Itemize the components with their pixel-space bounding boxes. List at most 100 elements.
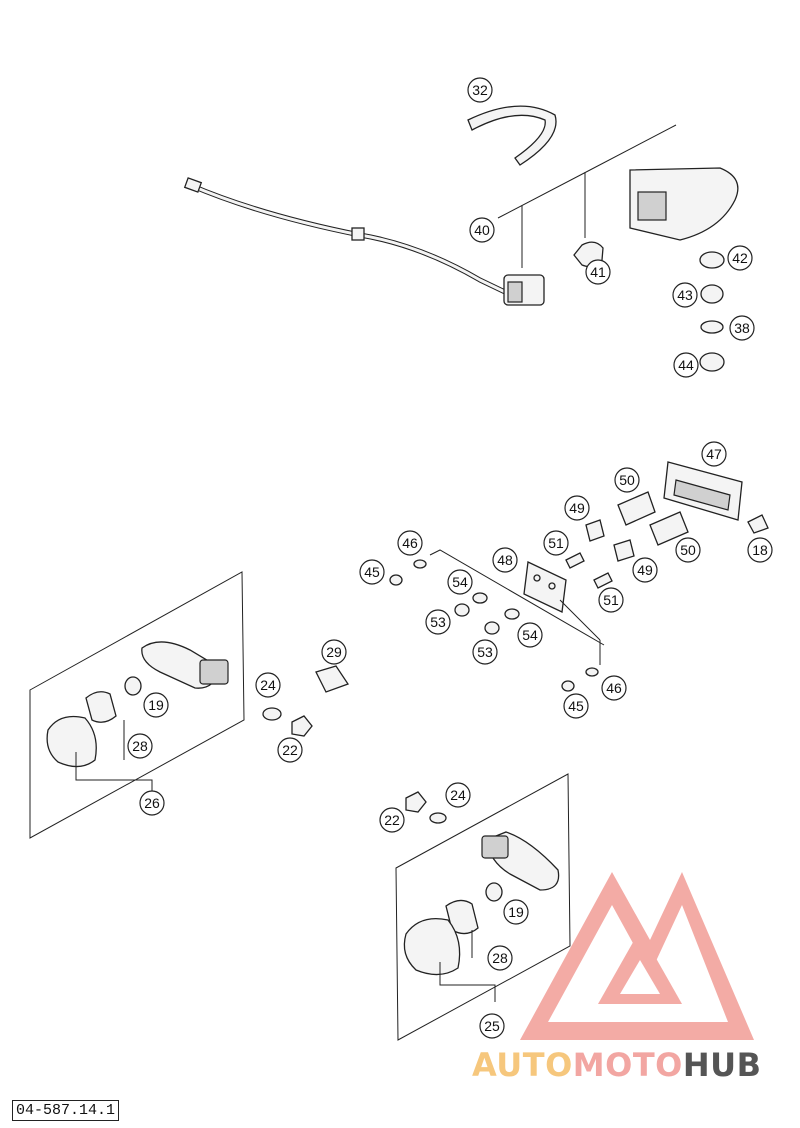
callout-47: 47 [701, 441, 727, 467]
frame-group-26 [29, 571, 245, 839]
callout-38: 38 [729, 315, 755, 341]
callout-43: 43 [672, 282, 698, 308]
svg-text:47: 47 [706, 446, 722, 462]
watermark-logo [520, 872, 754, 1040]
svg-text:38: 38 [734, 320, 750, 336]
svg-text:28: 28 [132, 738, 148, 754]
callout-24a: 24 [255, 672, 281, 698]
svg-text:54: 54 [522, 627, 538, 643]
callout-53b: 53 [472, 639, 498, 665]
svg-text:25: 25 [484, 1018, 500, 1034]
svg-text:51: 51 [603, 592, 619, 608]
lamp-housing [629, 167, 739, 241]
svg-text:19: 19 [508, 904, 524, 920]
bolt-part-29 [315, 665, 349, 693]
callout-49a: 49 [564, 495, 590, 521]
nut-part-53b [484, 621, 500, 635]
callout-26: 26 [139, 790, 165, 816]
svg-text:45: 45 [568, 698, 584, 714]
wire-harness-part-40 [189, 182, 507, 295]
svg-text:22: 22 [282, 742, 298, 758]
callout-25: 25 [479, 1013, 505, 1039]
callout-22b: 22 [379, 807, 405, 833]
screw-part-51a [565, 552, 585, 569]
svg-text:26: 26 [144, 795, 160, 811]
callout-46a: 46 [397, 530, 423, 556]
nut-part-45a [389, 574, 403, 586]
callout-19b: 19 [503, 899, 529, 925]
nut-part-42 [699, 251, 725, 269]
svg-text:50: 50 [619, 472, 635, 488]
nut-part-53a [454, 603, 470, 617]
svg-text:46: 46 [606, 680, 622, 696]
bulb-part-19a [124, 676, 142, 696]
callout-40: 40 [469, 217, 495, 243]
bushing-part-49b [613, 539, 635, 562]
connector-part-40 [183, 177, 203, 193]
svg-text:48: 48 [497, 552, 513, 568]
callout-41: 41 [585, 259, 611, 285]
washer-part-38 [700, 320, 724, 334]
grommet-part-43 [700, 284, 724, 304]
callout-50b: 50 [675, 537, 701, 563]
spacer-part-50a [617, 491, 656, 526]
svg-text:53: 53 [477, 644, 493, 660]
callout-53a: 53 [425, 609, 451, 635]
svg-text:32: 32 [472, 82, 488, 98]
nut-part-22b [405, 791, 427, 813]
callout-54a: 54 [447, 569, 473, 595]
svg-text:24: 24 [260, 677, 276, 693]
washer-part-54a [472, 592, 488, 604]
lens-part-right [403, 917, 461, 976]
washer-part-54b [504, 608, 520, 620]
washer-part-46b [585, 667, 599, 677]
svg-text:43: 43 [677, 287, 693, 303]
watermark-auto: AUTO [472, 1046, 573, 1084]
callout-19a: 19 [143, 692, 169, 718]
svg-text:22: 22 [384, 812, 400, 828]
watermark-moto: MOTO [572, 1046, 683, 1084]
bracket-part-48 [523, 561, 567, 613]
bulb-part-19b [485, 882, 503, 902]
svg-text:18: 18 [752, 542, 768, 558]
callout-45b: 45 [563, 693, 589, 719]
callout-28b: 28 [487, 945, 513, 971]
callout-24b: 24 [445, 782, 471, 808]
callout-51a: 51 [543, 530, 569, 556]
svg-text:46: 46 [402, 535, 418, 551]
callout-44: 44 [673, 352, 699, 378]
callout-51b: 51 [598, 587, 624, 613]
svg-text:29: 29 [326, 644, 342, 660]
svg-text:50: 50 [680, 542, 696, 558]
nut-part-22a [291, 715, 313, 737]
svg-text:42: 42 [732, 250, 748, 266]
svg-text:41: 41 [590, 264, 606, 280]
washer-part-24b [429, 812, 447, 824]
frame-group-25 [395, 773, 571, 1041]
watermark-hub: HUB [682, 1046, 762, 1084]
callout-18: 18 [747, 537, 773, 563]
svg-text:54: 54 [452, 574, 468, 590]
svg-text:44: 44 [678, 357, 694, 373]
washer-part-24a [262, 707, 282, 721]
bushing-part-49a [585, 519, 605, 542]
svg-text:40: 40 [474, 222, 490, 238]
svg-text:53: 53 [430, 614, 446, 630]
screw-part-51b [593, 572, 613, 589]
callout-45a: 45 [359, 559, 385, 585]
nut-part-45b [561, 680, 575, 692]
watermark-text: AUTOMOTOHUB [472, 1046, 762, 1084]
bulb-part-18 [747, 514, 769, 534]
svg-text:49: 49 [569, 500, 585, 516]
callout-32: 32 [467, 77, 493, 103]
callout-22a: 22 [277, 737, 303, 763]
strap-part-32 [467, 105, 557, 166]
svg-text:28: 28 [492, 950, 508, 966]
svg-text:19: 19 [148, 697, 164, 713]
callout-48: 48 [492, 547, 518, 573]
svg-text:24: 24 [450, 787, 466, 803]
document-number: 04-587.14.1 [12, 1100, 120, 1121]
svg-text:51: 51 [548, 535, 564, 551]
callout-28a: 28 [127, 733, 153, 759]
callout-54b: 54 [517, 622, 543, 648]
